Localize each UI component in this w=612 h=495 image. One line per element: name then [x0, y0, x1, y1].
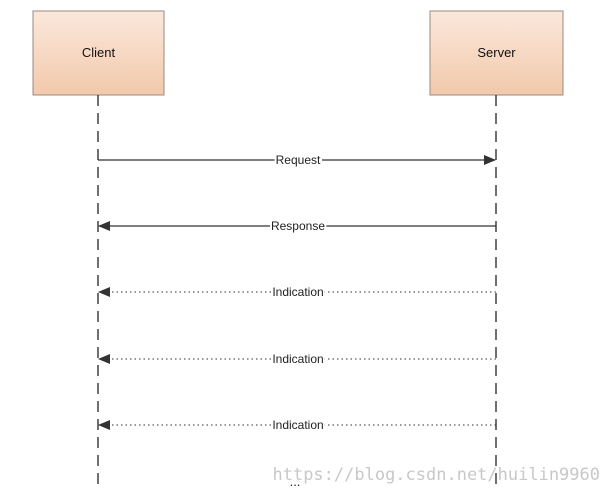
- participant-label-server: Server: [477, 45, 516, 60]
- message-2: Response: [98, 219, 496, 233]
- message-4: Indication: [98, 352, 496, 366]
- participant-server: Server: [429, 10, 564, 96]
- message-label: Indication: [272, 285, 323, 299]
- message-3: Indication: [98, 285, 496, 299]
- message-label: Indication: [272, 352, 323, 366]
- messages: RequestResponseIndicationIndicationIndic…: [98, 153, 496, 432]
- message-label: Request: [276, 153, 321, 167]
- message-1: Request: [98, 153, 496, 167]
- message-5: Indication: [98, 418, 496, 432]
- message-label-background: [274, 153, 323, 167]
- watermark: https://blog.csdn.net/huilin9960: [272, 465, 600, 485]
- participant-client: Client: [32, 10, 165, 96]
- message-label-background: [271, 285, 325, 299]
- continuation-ellipsis: ...: [290, 474, 301, 489]
- participant-label-client: Client: [82, 45, 116, 60]
- message-label: Response: [271, 219, 325, 233]
- participant-box-client: [32, 10, 165, 96]
- message-label-background: [269, 219, 327, 233]
- message-label: Indication: [272, 418, 323, 432]
- message-label-background: [271, 418, 325, 432]
- message-label-background: [271, 352, 325, 366]
- participant-box-server: [429, 10, 564, 96]
